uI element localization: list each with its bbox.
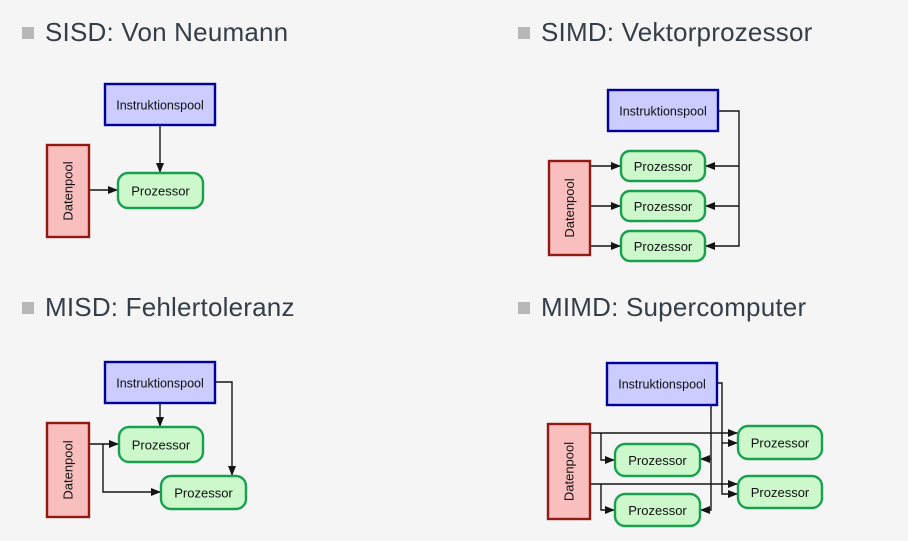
heading-misd-text: MISD: Fehlertoleranz (45, 292, 295, 322)
misd-diagram: Instruktionspool Datenpool Prozessor Pro… (45, 360, 248, 519)
processor-label-right-1: Prozessor (751, 436, 810, 451)
square-bullet-icon (22, 27, 34, 39)
processor-box-mid-1 (613, 442, 702, 478)
data-pool-label: Datenpool (562, 442, 577, 501)
processor-label-2: Prozessor (174, 486, 233, 501)
processor-box-mid-2 (613, 492, 702, 528)
processor-label-3: Prozessor (634, 239, 693, 254)
arrow-instructionpool-to-mid-processor-2 (700, 405, 712, 514)
processor-label-right-2: Prozessor (751, 485, 810, 500)
data-pool-label: Datenpool (61, 440, 76, 499)
processor-box-2 (159, 474, 248, 511)
instruction-pool-label: Instruktionspool (618, 378, 706, 392)
square-bullet-icon (22, 302, 34, 314)
data-pool-box (45, 143, 91, 239)
arrow-datapool-to-mid-processor-2 (600, 484, 615, 514)
instruction-pool-label: Instruktionspool (619, 105, 707, 119)
processor-label-1: Prozessor (634, 159, 693, 174)
heading-misd: MISD: Fehlertoleranz (22, 292, 295, 323)
instruction-pool-box (103, 360, 217, 405)
heading-simd-text: SIMD: Vektorprozessor (541, 17, 813, 47)
heading-mimd-text: MIMD: Supercomputer (541, 292, 807, 322)
processor-box-3 (619, 229, 707, 263)
processor-box (116, 171, 205, 210)
mimd-diagram: Instruktionspool Datenpool Prozessor Pro… (546, 361, 824, 528)
data-pool-box (546, 422, 592, 521)
arrow-datapool-to-mid-processor-1 (600, 433, 615, 464)
square-bullet-icon (518, 302, 530, 314)
processor-box-1 (619, 149, 707, 183)
arrow-instructionpool-to-processor-2 (215, 381, 236, 476)
instruction-pool-box (103, 82, 217, 127)
processor-label-mid-1: Prozessor (628, 453, 687, 468)
heading-sisd: SISD: Von Neumann (22, 17, 289, 48)
data-pool-box (547, 159, 592, 257)
data-pool-label: Datenpool (562, 178, 577, 237)
processor-box-right-1 (736, 424, 824, 461)
heading-mimd: MIMD: Supercomputer (518, 292, 807, 323)
simd-diagram: Instruktionspool Datenpool Prozessor Pro… (547, 88, 740, 263)
arrow-instructionpool-to-processor-3 (705, 110, 740, 250)
processor-label: Prozessor (131, 184, 190, 199)
processor-label-mid-2: Prozessor (628, 503, 687, 518)
processor-box-1 (117, 425, 205, 464)
processor-box-2 (619, 189, 707, 223)
arrow-instructionpool-to-right-processor-2 (717, 382, 738, 498)
data-pool-box (45, 421, 91, 519)
instruction-pool-box (605, 361, 719, 407)
heading-sisd-text: SISD: Von Neumann (45, 17, 289, 47)
instruction-pool-label: Instruktionspool (116, 99, 204, 113)
instruction-pool-label: Instruktionspool (116, 377, 204, 391)
data-pool-label: Datenpool (61, 161, 76, 220)
instruction-pool-box (606, 88, 720, 133)
heading-simd: SIMD: Vektorprozessor (518, 17, 813, 48)
processor-label-2: Prozessor (634, 199, 693, 214)
arrow-datapool-to-processor-2 (102, 444, 161, 496)
processor-box-right-2 (736, 474, 824, 510)
square-bullet-icon (518, 27, 530, 39)
processor-label-1: Prozessor (132, 438, 191, 453)
sisd-diagram: Instruktionspool Datenpool Prozessor (45, 82, 217, 239)
